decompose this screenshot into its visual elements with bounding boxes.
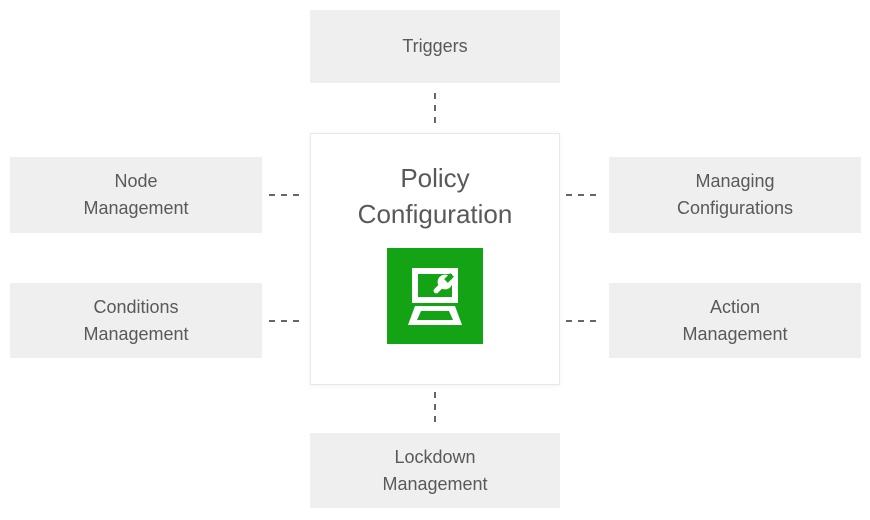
conditions-management-box: Conditions Management — [10, 283, 262, 358]
policy-configuration-box: Policy Configuration — [310, 133, 560, 385]
managing-configurations-label: Managing Configurations — [676, 171, 794, 218]
connector-right-bottom-dashed-line — [566, 320, 600, 322]
conditions-management-label: Conditions Management — [83, 296, 189, 344]
action-management-label: Action Management — [682, 296, 788, 344]
lockdown-management-box: Lockdown Management — [310, 433, 560, 508]
managing-configurations-box: Managing Configurations — [609, 157, 861, 233]
triggers-box: Triggers — [310, 10, 560, 83]
laptop-wrench-icon — [387, 248, 483, 344]
triggers-label: Triggers — [402, 36, 468, 56]
node-management-label: Node Management — [83, 171, 189, 218]
action-management-box: Action Management — [609, 283, 861, 358]
connector-bottom-dashed-line — [434, 392, 436, 426]
connector-top-dashed-line — [434, 93, 436, 127]
lockdown-management-label: Lockdown Management — [382, 446, 488, 494]
node-management-box: Node Management — [10, 157, 262, 233]
connector-left-top-dashed-line — [269, 194, 303, 196]
connector-left-bottom-dashed-line — [269, 320, 303, 322]
policy-configuration-title: Policy Configuration — [357, 163, 513, 229]
connector-right-top-dashed-line — [566, 194, 600, 196]
